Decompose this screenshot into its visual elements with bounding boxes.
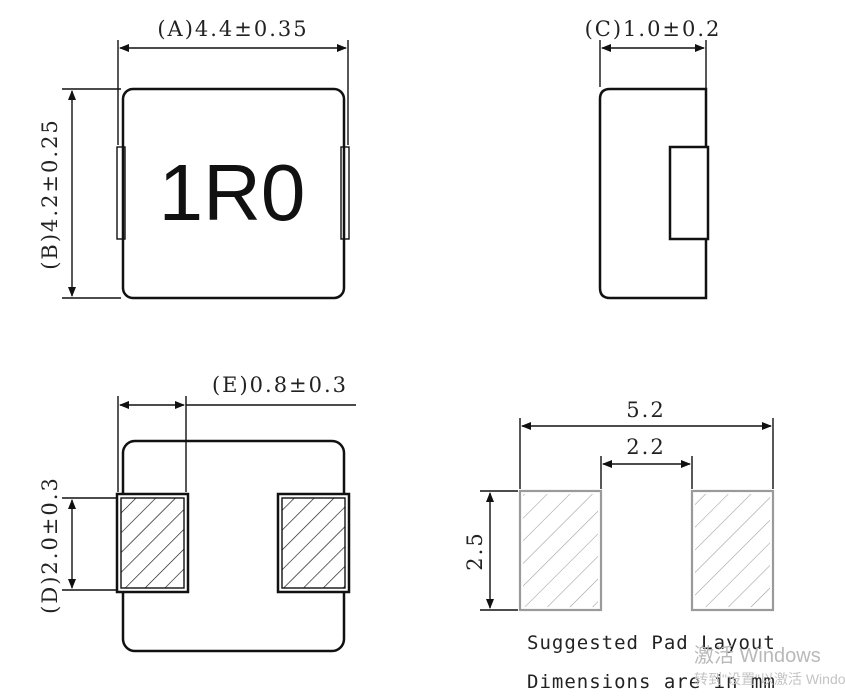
watermark-line2: 转到"设置"以激活 Windows [694, 671, 845, 687]
component-body [121, 87, 346, 300]
dim-e-label: (E)0.8±0.3 [212, 373, 348, 397]
side-terminal [668, 145, 710, 241]
pad-layout-caption: Suggested Pad Layout [527, 632, 776, 654]
dim-b-label: (B)4.2±0.25 [38, 118, 62, 270]
part-marking: 1R0 [159, 148, 306, 237]
bottom-view: (E)0.8±0.3 (D)2.0±0.3 [38, 373, 356, 653]
layout-pad-left-hatch [523, 494, 598, 607]
layout-pad-right-hatch [695, 494, 770, 607]
watermark-line1: 激活 Windows [694, 644, 821, 667]
dim-c-label: (C)1.0±0.2 [585, 17, 722, 41]
side-body [598, 87, 708, 300]
dim-d-label: (D)2.0±0.3 [38, 476, 62, 614]
dim-gap-label: 2.2 [626, 435, 665, 459]
dim-height-label: 2.5 [463, 531, 487, 570]
left-terminal [116, 146, 126, 240]
units-note: Dimensions are in mm [527, 671, 776, 693]
top-view: 1R0 (A)4.4±0.35 (B)4.2±0.25 [38, 17, 350, 300]
right-pad-hatch [281, 497, 346, 589]
pad-layout: 5.2 2.2 2.5 Suggested Pad Layout Dimensi… [463, 398, 776, 693]
dim-a-label: (A)4.4±0.35 [157, 17, 308, 41]
side-view: (C)1.0±0.2 [585, 17, 722, 300]
dim-total-label: 5.2 [626, 398, 665, 422]
left-pad-hatch [120, 497, 185, 589]
activation-watermark: 激活 Windows 转到"设置"以激活 Windows [694, 644, 845, 687]
